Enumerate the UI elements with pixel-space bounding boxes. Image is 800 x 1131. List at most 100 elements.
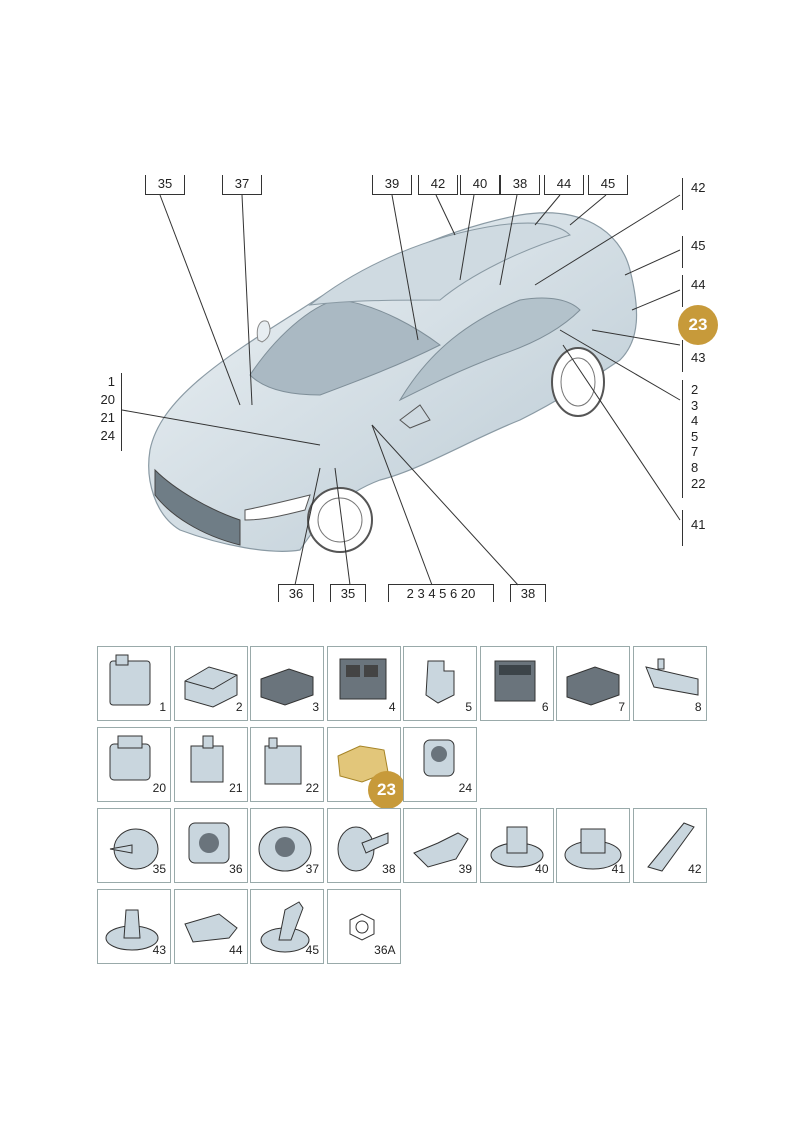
- callout-right-44: 44: [682, 275, 705, 307]
- part-label: 20: [152, 781, 166, 795]
- part-6-icon: [494, 660, 535, 702]
- callout-top-38: 38: [500, 175, 540, 195]
- part-label: 36: [229, 862, 243, 876]
- part-cell-37[interactable]: 37: [250, 808, 324, 883]
- part-3-icon: [260, 668, 314, 706]
- part-label: 3: [312, 700, 319, 714]
- callout-right-45: 45: [682, 236, 705, 268]
- part-label: 7: [618, 700, 625, 714]
- part-label: 44: [229, 943, 243, 957]
- callout-top-45: 45: [588, 175, 628, 195]
- part-cell-22[interactable]: 22: [250, 727, 324, 802]
- callout-top-37: 37: [222, 175, 262, 195]
- part-cell-20[interactable]: 20: [97, 727, 171, 802]
- part-label: 1: [159, 700, 166, 714]
- part-cell-3[interactable]: 3: [250, 646, 324, 721]
- part-44-icon: [183, 913, 238, 943]
- part-label: 42: [688, 862, 702, 876]
- part-label: 22: [305, 781, 319, 795]
- callout-bottom-35: 35: [330, 584, 366, 602]
- callout-right-4: 4: [691, 413, 699, 429]
- callout-right-5: 5: [691, 428, 699, 444]
- part-8-icon: [644, 658, 698, 696]
- part-label: 36A: [374, 943, 396, 957]
- part-38-icon: [337, 826, 388, 872]
- callout-right-group: 2 3 4 5 7 8 22: [682, 380, 705, 498]
- part-42-icon: [646, 822, 695, 872]
- callout-left-21: 21: [100, 410, 115, 425]
- callout-top-40: 40: [460, 175, 500, 195]
- part-label: 8: [694, 700, 702, 714]
- part-41-icon: [564, 828, 622, 870]
- part-40-icon: [490, 826, 543, 868]
- part-1-icon: [109, 654, 151, 706]
- part-label: 24: [458, 781, 472, 795]
- callout-top-42: 42: [418, 175, 458, 195]
- part-cell-36[interactable]: 36: [173, 808, 248, 883]
- callout-bottom-group: 2 3 4 5 6 20: [388, 584, 494, 602]
- part-cell-21[interactable]: 21: [173, 727, 248, 802]
- part-cell-43[interactable]: 43: [97, 889, 171, 964]
- part-cell-6[interactable]: 6: [479, 646, 554, 721]
- part-36A-icon: [349, 913, 374, 941]
- part-label: 21: [229, 781, 243, 795]
- part-cell-38[interactable]: 38: [326, 808, 401, 883]
- part-20-icon: [109, 735, 151, 781]
- part-cell-35[interactable]: 35: [97, 808, 171, 883]
- part-24-icon: [423, 739, 455, 777]
- part-cell-40[interactable]: 40: [479, 808, 554, 883]
- part-label: 4: [388, 700, 396, 714]
- part-2-icon: [184, 666, 237, 708]
- part-39-icon: [413, 832, 469, 868]
- part-cell-42[interactable]: 42: [632, 808, 707, 883]
- part-label: 41: [611, 862, 625, 876]
- part-5-icon: [425, 660, 455, 704]
- car-illustration: [121, 194, 681, 586]
- callout-left-24: 24: [100, 428, 115, 443]
- part-cell-2[interactable]: 2: [173, 646, 248, 721]
- part-36-icon: [188, 822, 229, 864]
- callout-right-43: 43: [682, 340, 705, 372]
- callout-right-3: 3: [691, 397, 699, 413]
- part-cell-5[interactable]: 5: [403, 646, 477, 721]
- callout-left-1: 1: [107, 374, 115, 389]
- callout-top-35: 35: [145, 175, 185, 195]
- part-4-icon: [339, 658, 386, 700]
- part-7-icon: [566, 666, 620, 706]
- part-cell-39[interactable]: 39: [403, 808, 477, 883]
- part-cell-7[interactable]: 7: [556, 646, 630, 721]
- callout-right-2: 2: [691, 382, 699, 397]
- part-label: 5: [465, 700, 472, 714]
- part-cell-45[interactable]: 45: [250, 889, 324, 964]
- part-label: 6: [541, 700, 549, 714]
- part-37-icon: [258, 826, 312, 872]
- highlight-badge-main[interactable]: 23: [678, 305, 718, 345]
- part-cell-23[interactable]: 23: [326, 727, 406, 809]
- part-cell-8[interactable]: 8: [632, 646, 707, 721]
- callout-top-44: 44: [544, 175, 584, 195]
- callout-right-22: 22: [691, 475, 706, 491]
- part-label: 2: [235, 700, 243, 714]
- callout-bottom-38: 38: [510, 584, 546, 602]
- part-label: 38: [382, 862, 396, 876]
- callout-right-7: 7: [691, 444, 699, 460]
- part-cell-36A[interactable]: 36A: [326, 889, 401, 964]
- part-cell-44[interactable]: 44: [173, 889, 248, 964]
- callout-right-42: 42: [682, 178, 705, 210]
- part-cell-24[interactable]: 24: [403, 727, 477, 802]
- part-label: 40: [535, 862, 549, 876]
- part-cell-41[interactable]: 41: [556, 808, 630, 883]
- callout-right-8: 8: [691, 459, 699, 475]
- callout-right-41: 41: [682, 510, 705, 546]
- part-22-icon: [264, 737, 302, 785]
- part-cell-4[interactable]: 4: [326, 646, 401, 721]
- highlight-badge-part[interactable]: 23: [367, 771, 406, 809]
- part-label: 37: [305, 862, 319, 876]
- part-cell-1[interactable]: 1: [97, 646, 171, 721]
- part-label: 39: [458, 862, 472, 876]
- callout-top-39: 39: [372, 175, 412, 195]
- callout-bottom-36: 36: [278, 584, 314, 602]
- callout-left-20: 20: [100, 392, 115, 407]
- part-label: 43: [152, 943, 166, 957]
- callout-left-group: 1 20 21 24: [96, 373, 122, 451]
